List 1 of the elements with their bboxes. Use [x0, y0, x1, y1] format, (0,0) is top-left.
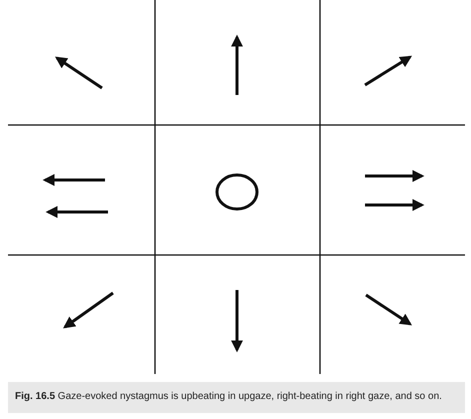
- figure-caption: Fig. 16.5 Gaze-evoked nystagmus is upbeating in upgaze, right-beating in right gaze, and so on.: [15, 390, 442, 403]
